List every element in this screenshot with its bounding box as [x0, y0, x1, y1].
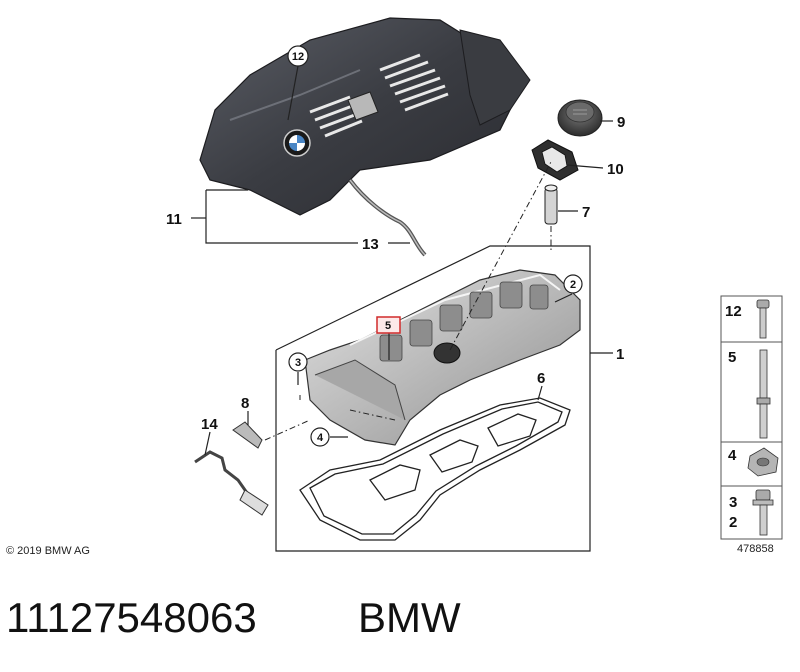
callout-10: 10 [607, 161, 624, 178]
callout-4-text: 4 [317, 432, 324, 444]
callout-14: 14 [201, 416, 218, 433]
legend-label-12: 12 [725, 303, 742, 320]
callout-12-text: 12 [292, 51, 304, 63]
callout-2: 2 [563, 274, 583, 294]
bracket [232, 421, 263, 449]
callout-4: 4 [310, 427, 330, 447]
stud-icon [756, 349, 771, 439]
leader-lines [191, 65, 613, 456]
callout-5: 5 [376, 316, 401, 334]
callout-3: 3 [288, 352, 308, 372]
collar-bolt-icon [752, 489, 774, 536]
filler-neck-seal [531, 139, 579, 181]
guide-sleeve [544, 184, 558, 225]
legend-label-5: 5 [728, 349, 736, 366]
callout-8: 8 [241, 395, 249, 412]
callout-9: 9 [617, 114, 625, 131]
assembly-frame [275, 245, 591, 552]
bolt-icon [756, 299, 770, 339]
clip-nut-icon [747, 447, 779, 477]
legend-label-4: 4 [728, 447, 737, 464]
callout-11: 11 [166, 211, 182, 228]
callout-3-text: 3 [295, 357, 301, 369]
copyright-text: © 2019 BMW AG [6, 545, 90, 557]
cylinder-head-cover [304, 269, 581, 446]
bmw-logo-icon [283, 129, 311, 157]
callout-6: 6 [537, 370, 545, 387]
sensor-harness [194, 450, 269, 516]
oil-filler-cap [557, 99, 603, 137]
callout-5-text: 5 [385, 320, 391, 332]
callout-2-text: 2 [570, 279, 576, 291]
fastener-legend: 12 5 4 3 2 [720, 295, 783, 540]
callout-1: 1 [616, 346, 624, 363]
callout-13: 13 [362, 236, 379, 253]
callout-7: 7 [582, 204, 590, 221]
engine-cover [199, 17, 531, 216]
callout-12: 12 [287, 45, 309, 67]
brand-name: BMW [358, 594, 461, 641]
figure-number: 478858 [737, 543, 774, 555]
part-number: 11127548063 [6, 594, 257, 641]
gasket [299, 397, 571, 541]
legend-label-3: 3 [729, 494, 737, 511]
legend-label-2: 2 [729, 514, 737, 531]
